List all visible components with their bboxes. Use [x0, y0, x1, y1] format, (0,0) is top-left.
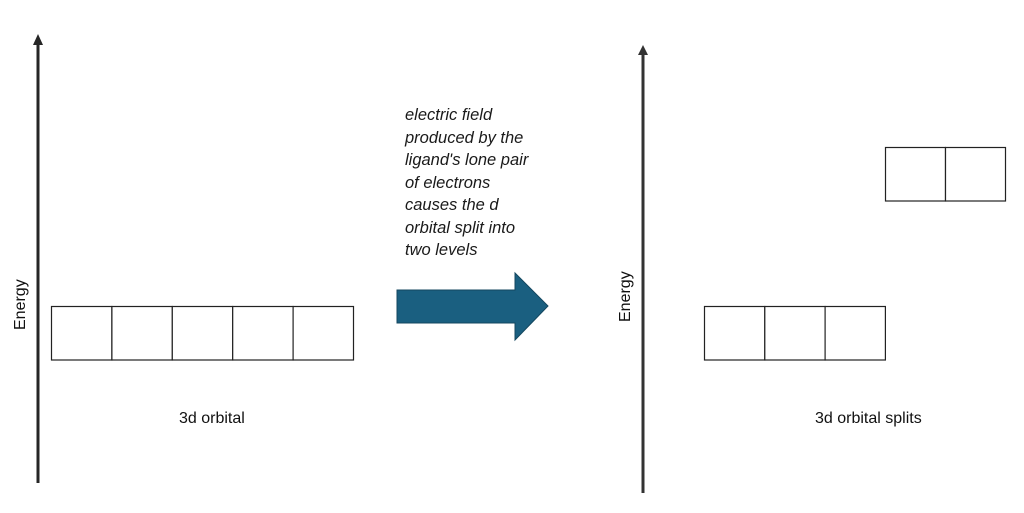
right-lower-orbital-boxes — [703, 305, 886, 361]
left-axis-arrowhead-icon — [33, 34, 43, 45]
note-line: orbital split into — [405, 218, 516, 237]
orbital-box — [111, 305, 173, 361]
orbital-box — [292, 305, 355, 361]
right-axis-arrowhead-icon — [638, 45, 648, 55]
left-energy-label: Energy — [12, 279, 29, 330]
splitting-explanation: electric field produced by the ligand's lo… — [405, 104, 565, 262]
note-line: produced by the — [405, 128, 524, 147]
left-orbital-boxes — [50, 305, 355, 361]
note-line: causes the d — [405, 196, 499, 214]
orbital-box — [50, 305, 113, 361]
left-energy-axis — [33, 34, 43, 483]
note-line: of electrons — [405, 173, 491, 192]
orbital-box — [764, 305, 826, 361]
note-line: electric field — [405, 106, 493, 124]
right-energy-label: Energy — [617, 271, 634, 322]
orbital-box — [824, 305, 886, 361]
right-upper-orbital-boxes — [884, 146, 1007, 202]
left-caption: 3d orbital — [179, 410, 245, 427]
orbital-box — [884, 146, 947, 202]
orbital-box — [944, 146, 1007, 202]
note-line: two levels — [405, 241, 478, 259]
orbital-box — [232, 305, 294, 361]
right-caption: 3d orbital splits — [815, 410, 922, 427]
split-arrow-icon — [396, 271, 549, 342]
right-energy-axis — [638, 45, 648, 493]
orbital-box — [703, 305, 766, 361]
note-line: ligand's lone pair — [405, 151, 529, 169]
orbital-box — [171, 305, 234, 361]
